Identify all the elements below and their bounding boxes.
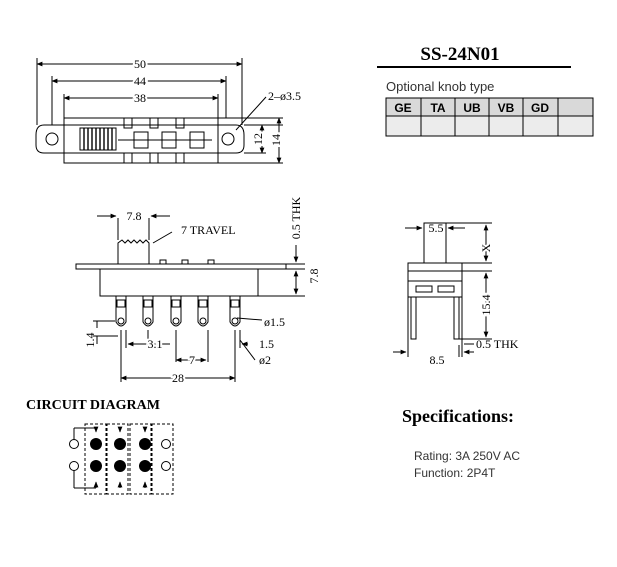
top-view bbox=[35, 58, 283, 164]
knob-type-vb: VB bbox=[498, 101, 515, 115]
dim-pin-offset: 1.4 bbox=[83, 333, 97, 348]
specifications-heading: Specifications: bbox=[402, 406, 514, 426]
dim-holes-label: 2–ø3.5 bbox=[268, 89, 301, 103]
knob-type-ge: GE bbox=[394, 101, 411, 115]
dim-knob-7-8: 7.8 bbox=[127, 209, 142, 223]
end-view bbox=[393, 222, 492, 357]
dim-span-7: 7 bbox=[189, 353, 195, 367]
dim-total-28: 28 bbox=[172, 371, 184, 385]
end-view-labels: 5.5 X 15.4 8.5 0.5 THK bbox=[429, 221, 519, 367]
dim-base-width: 8.5 bbox=[430, 353, 445, 367]
spec-rating: Rating: 3A 250V AC bbox=[414, 449, 520, 463]
dim-side-thk: 0.5 THK bbox=[289, 196, 303, 239]
circuit-diagram bbox=[69, 423, 174, 495]
dim-inner-12: 12 bbox=[251, 133, 265, 145]
dim-pitch: 3.1 bbox=[148, 337, 163, 351]
dim-pin-width: 1.5 bbox=[259, 337, 274, 351]
knob-table-heading: Optional knob type bbox=[386, 79, 494, 94]
dim-body-38: 38 bbox=[134, 91, 146, 105]
side-view-labels: 7.8 7 TRAVEL 0.5 THK 7.8 ø1.5 1.4 3.1 7 … bbox=[83, 196, 321, 387]
side-view-pins bbox=[115, 296, 241, 327]
knob-type-ta: TA bbox=[430, 101, 445, 115]
knob-type-ub: UB bbox=[463, 101, 481, 115]
dim-knob-width: 5.5 bbox=[429, 221, 444, 235]
part-number-title: SS-24N01 bbox=[420, 44, 499, 65]
dim-pin-length: 15.4 bbox=[479, 295, 493, 316]
circuit-diagram-heading: CIRCUIT DIAGRAM bbox=[26, 398, 160, 413]
dim-pin-hole: ø1.5 bbox=[264, 315, 285, 329]
dim-end-thk: 0.5 THK bbox=[476, 337, 519, 351]
dim-x: X bbox=[479, 243, 493, 252]
dim-overall-50: 50 bbox=[134, 57, 146, 71]
side-view bbox=[75, 213, 305, 382]
dim-mount-44: 44 bbox=[134, 74, 146, 88]
knob-type-table: GE TA UB VB GD bbox=[385, 97, 594, 137]
dim-pin-dia: ø2 bbox=[259, 353, 271, 367]
dim-outer-14: 14 bbox=[269, 134, 283, 146]
knob-type-gd: GD bbox=[531, 101, 549, 115]
dim-height-7-8: 7.8 bbox=[307, 269, 321, 284]
top-view-labels: 50 44 38 2–ø3.5 12 14 bbox=[132, 55, 301, 148]
dim-travel: 7 TRAVEL bbox=[181, 223, 236, 237]
spec-function: Function: 2P4T bbox=[414, 466, 496, 480]
